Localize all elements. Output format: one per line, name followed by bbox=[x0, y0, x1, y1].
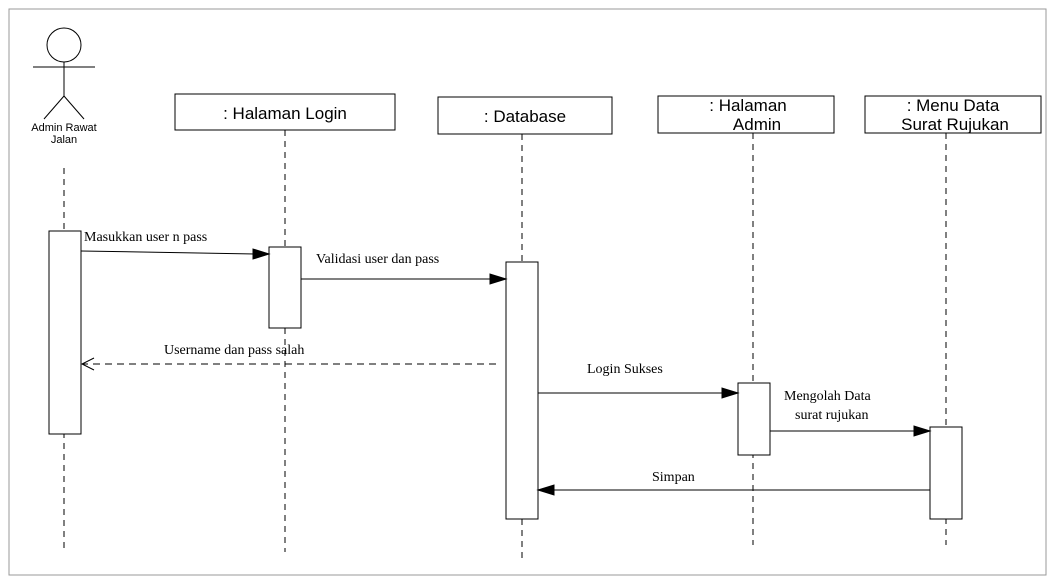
message-label: Username dan pass salah bbox=[164, 343, 304, 358]
object-label-line1: : Halaman bbox=[709, 96, 786, 115]
message-validasi-user-dan-pass: Validasi user dan pass bbox=[301, 252, 508, 285]
activation-database bbox=[505, 261, 539, 520]
arrowhead-icon bbox=[721, 387, 740, 399]
message-label-line1: Mengolah Data bbox=[784, 389, 871, 404]
object-database: : Database bbox=[437, 96, 613, 135]
message-label-line2: surat rujukan bbox=[795, 408, 868, 423]
message-label: Login Sukses bbox=[587, 362, 663, 377]
actor-head bbox=[46, 27, 82, 63]
open-arrowhead-icon bbox=[80, 357, 95, 371]
object-label: : Halaman Login bbox=[223, 104, 347, 123]
message-mengolah-data-surat-rujukan: Mengolah Data surat rujukan bbox=[770, 389, 932, 437]
arrowhead-icon bbox=[913, 425, 932, 437]
message-simpan: Simpan bbox=[536, 470, 930, 496]
message-login-sukses: Login Sukses bbox=[538, 362, 740, 399]
arrowhead-icon bbox=[489, 273, 508, 285]
message-username-dan-pass-salah: Username dan pass salah bbox=[80, 343, 496, 371]
object-label: : Database bbox=[484, 107, 566, 126]
actor-label-line2: Jalan bbox=[51, 134, 77, 146]
object-label-line2: Admin bbox=[733, 115, 781, 134]
object-halaman-admin: : Halaman Admin bbox=[657, 95, 835, 134]
actor-admin-rawat-jalan: Admin Rawat Jalan bbox=[31, 27, 97, 146]
arrowhead-icon bbox=[536, 484, 555, 496]
message-masukkan-user-n-pass: Masukkan user n pass bbox=[80, 230, 271, 260]
message-label: Validasi user dan pass bbox=[316, 252, 439, 267]
activation-halaman-admin bbox=[737, 382, 771, 456]
activation-halaman-login bbox=[268, 246, 302, 329]
object-halaman-login: : Halaman Login bbox=[174, 93, 396, 131]
message-label: Simpan bbox=[652, 470, 695, 485]
object-label-line2: Surat Rujukan bbox=[901, 115, 1009, 134]
arrowhead-icon bbox=[252, 248, 271, 260]
diagram-frame bbox=[8, 8, 1047, 576]
object-menu-data-surat-rujukan: : Menu Data Surat Rujukan bbox=[864, 95, 1042, 134]
actor-label-line1: Admin Rawat bbox=[31, 122, 96, 134]
activation-menu-data bbox=[929, 426, 963, 520]
message-label: Masukkan user n pass bbox=[84, 230, 207, 245]
activation-actor bbox=[48, 230, 82, 435]
object-label-line1: : Menu Data bbox=[907, 96, 1000, 115]
